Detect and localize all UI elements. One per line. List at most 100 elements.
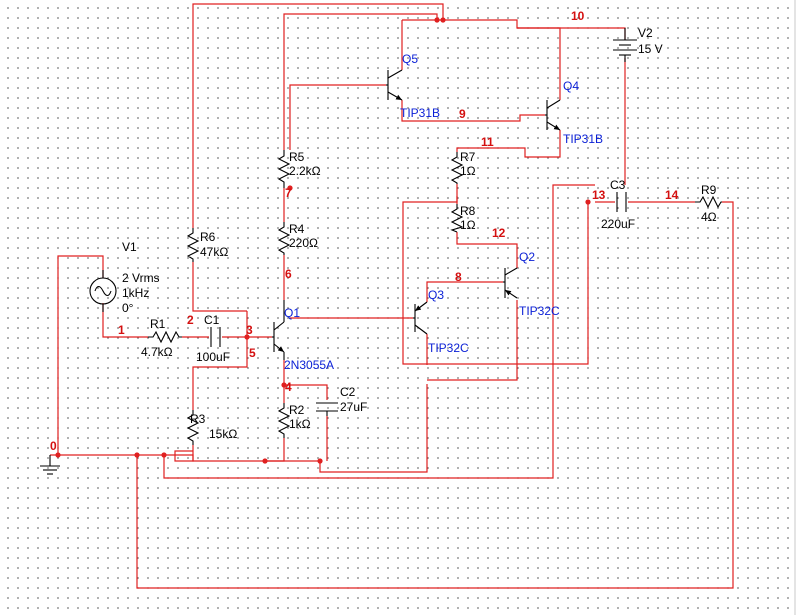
wire-ground-r2 — [265, 384, 428, 473]
net-label-4: 4 — [285, 380, 292, 394]
q1-name: Q1 — [284, 306, 300, 320]
wire-q5-base — [289, 84, 386, 150]
c2-value: 27uF — [340, 400, 367, 414]
q3-model: TIP32C — [428, 341, 469, 355]
r3-name: R3 — [190, 412, 206, 426]
q5-transistor[interactable] — [386, 69, 403, 101]
wire-top-mid — [283, 13, 438, 150]
r9-value: 4Ω — [701, 210, 717, 224]
net-label-13: 13 — [592, 188, 606, 202]
net-labels: 0 1 2 3 4 5 6 7 8 9 10 11 12 13 14 — [50, 9, 679, 453]
c1-value: 100uF — [196, 350, 230, 364]
q4-model: TIP31B — [563, 132, 603, 146]
r2-name: R2 — [289, 403, 305, 417]
r9-name: R9 — [701, 183, 717, 197]
net-label-7: 7 — [285, 186, 292, 200]
net-label-5: 5 — [249, 346, 256, 360]
junction-dot — [244, 334, 250, 340]
wire-top-outer — [192, 3, 444, 228]
q3-transistor[interactable] — [413, 301, 428, 335]
r7-resistor[interactable] — [450, 152, 464, 184]
junction-dot — [287, 185, 293, 191]
c1-capacitor[interactable] — [210, 327, 221, 347]
r2-value: 1kΩ — [289, 417, 311, 431]
r6-value: 47kΩ — [200, 245, 228, 259]
c3-value: 220uF — [601, 217, 635, 231]
junction-dot — [55, 452, 61, 458]
r8-value: 1Ω — [460, 218, 476, 232]
r5-resistor[interactable] — [277, 150, 291, 188]
v1-frequency: 1kHz — [122, 286, 149, 300]
v2-dc-source[interactable] — [613, 28, 637, 62]
net-label-12: 12 — [492, 226, 506, 240]
net-label-3: 3 — [246, 323, 253, 337]
r2-resistor[interactable] — [277, 403, 291, 438]
q3-name: Q3 — [428, 288, 444, 302]
junction-dot — [161, 452, 167, 458]
c1-name: C1 — [204, 313, 220, 327]
junction-dot — [262, 458, 268, 464]
v1-amplitude: 2 Vrms — [122, 271, 160, 285]
wire-q4-collector — [517, 27, 561, 100]
r1-value: 4.7kΩ — [141, 345, 173, 359]
wire-r3-gnd — [174, 445, 194, 462]
wire-outer-loop — [136, 201, 734, 589]
junction-dot — [317, 458, 323, 464]
q2-transistor[interactable] — [503, 267, 518, 299]
net-label-6: 6 — [285, 267, 292, 281]
wire-v1-bottom — [102, 303, 148, 338]
r4-resistor[interactable] — [277, 222, 291, 255]
wire-ground-rail — [50, 438, 285, 462]
r1-resistor[interactable] — [148, 330, 182, 344]
r5-name: R5 — [289, 150, 305, 164]
q2-name: Q2 — [519, 250, 535, 264]
r4-value: 220Ω — [289, 236, 318, 250]
wire-net4-c2 — [284, 384, 328, 400]
r7-name: R7 — [460, 150, 476, 164]
q4-transistor[interactable] — [545, 99, 561, 131]
wires — [50, 3, 734, 589]
v1-ac-source[interactable] — [89, 270, 117, 312]
junction-dot — [440, 17, 446, 23]
wire-r6-c1 — [192, 262, 247, 312]
wire-net13-loop — [402, 196, 589, 365]
q4-name: Q4 — [563, 79, 579, 93]
net-label-2: 2 — [187, 313, 194, 327]
net-label-1: 1 — [118, 323, 125, 337]
r7-value: 1Ω — [460, 164, 476, 178]
v2-name: V2 — [638, 26, 653, 40]
r8-resistor[interactable] — [450, 204, 464, 233]
r3-value: 15kΩ — [209, 427, 237, 441]
r8-name: R8 — [460, 204, 476, 218]
v2-value: 15 V — [638, 42, 663, 56]
r5-value: 2.2kΩ — [289, 164, 321, 178]
c2-capacitor[interactable] — [316, 402, 338, 416]
ground-symbol — [40, 455, 60, 475]
r9-resistor[interactable] — [695, 195, 722, 209]
wire-top-rail — [402, 19, 626, 40]
net-label-0: 0 — [50, 439, 57, 453]
wire-gnd-inner-loop — [163, 184, 595, 479]
r6-resistor[interactable] — [186, 228, 200, 262]
r6-name: R6 — [200, 230, 216, 244]
c2-name: C2 — [340, 385, 356, 399]
junction-dot — [134, 452, 140, 458]
r3-resistor[interactable] — [186, 410, 200, 445]
wire-net12 — [456, 232, 518, 268]
c3-name: C3 — [610, 178, 626, 192]
junction-dot — [281, 382, 287, 388]
v1-phase: 0° — [122, 301, 134, 315]
net-label-8: 8 — [455, 270, 462, 284]
q1-transistor[interactable] — [272, 300, 285, 360]
net-label-10: 10 — [571, 9, 585, 23]
r4-name: R4 — [289, 222, 305, 236]
junction-dot — [585, 199, 591, 205]
wire-net8 — [426, 281, 503, 287]
wire-q4-emitter — [456, 130, 561, 158]
wire-v1-top — [57, 255, 104, 455]
r1-name: R1 — [150, 317, 166, 331]
q2-model: TIP32C — [519, 304, 560, 318]
c3-capacitor[interactable] — [616, 192, 627, 212]
q5-name: Q5 — [402, 52, 418, 66]
